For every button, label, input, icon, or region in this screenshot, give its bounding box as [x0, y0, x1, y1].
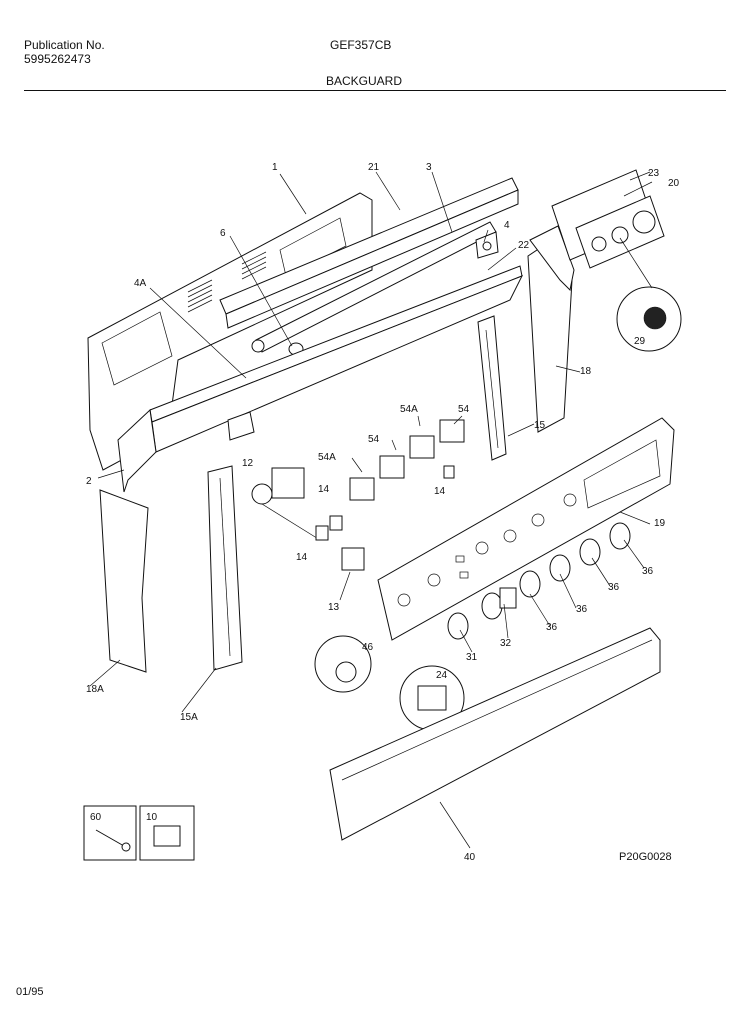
- callout-20: 20: [668, 178, 680, 189]
- callout-54-right: 54: [458, 404, 470, 415]
- callout-13: 13: [328, 602, 340, 613]
- callout-14-right: 14: [434, 486, 446, 497]
- infinite-switches: [349, 419, 465, 501]
- callout-18: 18: [580, 366, 592, 377]
- control-panel: [377, 417, 675, 641]
- lower-trim: [329, 627, 661, 841]
- callout-4: 4: [504, 220, 510, 231]
- lamp-bracket: [475, 231, 499, 259]
- diagram-id: P20G0028: [619, 851, 672, 863]
- right-end-cap: [527, 225, 575, 433]
- callout-23: 23: [648, 168, 660, 179]
- callout-32: 32: [500, 638, 512, 649]
- callout-54A-right: 54A: [400, 404, 418, 415]
- callout-14-upper: 14: [318, 484, 330, 495]
- section-title: BACKGUARD: [326, 74, 403, 88]
- callout-21: 21: [368, 162, 380, 173]
- callout-36-c: 36: [576, 604, 588, 615]
- left-end-cap: [99, 489, 149, 673]
- callout-2: 2: [86, 476, 92, 487]
- lens-callout: [314, 635, 372, 693]
- callout-29: 29: [634, 336, 646, 347]
- callout-19: 19: [654, 518, 666, 529]
- terminal-connectors: [315, 465, 455, 541]
- callout-15: 15: [534, 420, 546, 431]
- callout-6: 6: [220, 228, 226, 239]
- right-side-bracket: [477, 315, 507, 461]
- callout-labels: 1 21 3 6 4 4A 22 23 20 29 18 2 54A 54 15…: [86, 162, 680, 863]
- date-code: 01/95: [16, 986, 44, 998]
- callout-10: 10: [146, 812, 158, 823]
- callout-22: 22: [518, 240, 530, 251]
- callout-46: 46: [362, 642, 374, 653]
- callout-3: 3: [426, 162, 432, 173]
- callout-36-a: 36: [642, 566, 654, 577]
- callout-15A: 15A: [180, 712, 198, 723]
- left-side-bracket: [207, 465, 243, 671]
- callout-54A-left: 54A: [318, 452, 336, 463]
- header-rule: [24, 90, 726, 91]
- support-rail: [117, 265, 524, 493]
- model-number: GEF357CB: [330, 38, 392, 52]
- callout-14-lower: 14: [296, 552, 308, 563]
- callout-12: 12: [242, 458, 254, 469]
- callout-60: 60: [90, 812, 102, 823]
- callout-1: 1: [272, 162, 278, 173]
- rear-backguard-panel: [87, 192, 373, 471]
- clip-inset: [139, 805, 195, 861]
- clock-timer-assembly: [551, 169, 665, 269]
- callout-18A: 18A: [86, 684, 104, 695]
- knob-callout: [616, 237, 682, 352]
- publication-number: 5995262473: [24, 52, 91, 66]
- callout-36-b: 36: [608, 582, 620, 593]
- backguard-top-trim: [219, 177, 519, 329]
- thermostat: [251, 467, 321, 541]
- callout-24: 24: [436, 670, 448, 681]
- leader-lines: [89, 171, 653, 849]
- callout-31: 31: [466, 652, 478, 663]
- callout-54-left: 54: [368, 434, 380, 445]
- bake-switch: [341, 547, 365, 571]
- publication-label: Publication No.: [24, 38, 105, 52]
- callout-36-d: 36: [546, 622, 558, 633]
- control-knobs: [447, 522, 631, 640]
- rocker-switch: [499, 587, 517, 609]
- callout-4A: 4A: [134, 278, 147, 289]
- callout-40: 40: [464, 852, 476, 863]
- switch-callout: [399, 665, 465, 731]
- screw-inset: [83, 805, 137, 861]
